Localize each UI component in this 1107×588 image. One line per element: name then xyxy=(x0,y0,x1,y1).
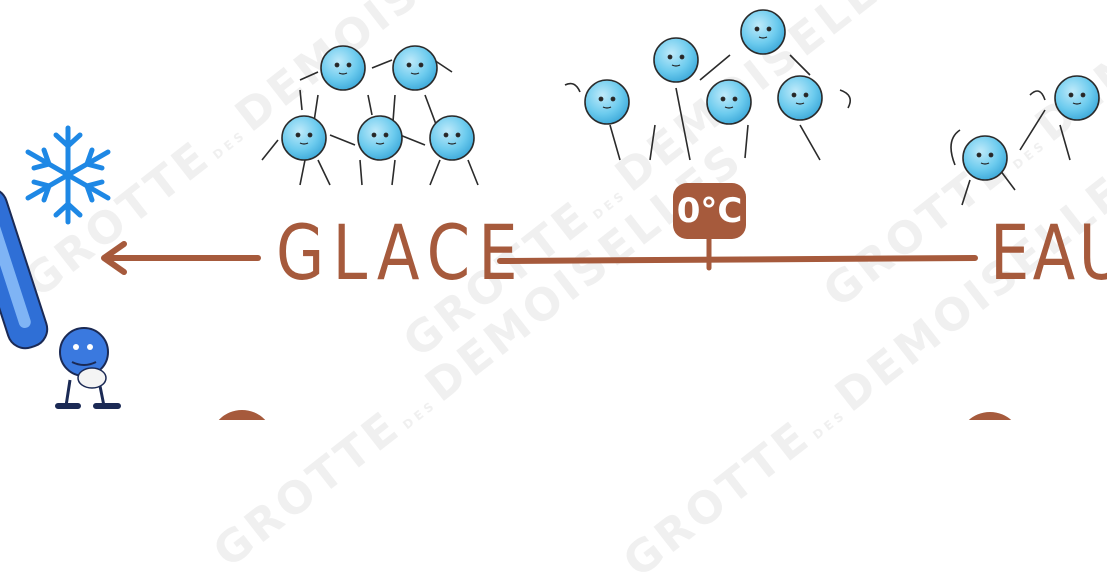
snowflake-icon xyxy=(25,125,111,225)
decorative-dot xyxy=(218,410,266,420)
ice-molecules xyxy=(261,45,479,186)
temperature-badge: 0°C xyxy=(673,183,746,239)
diagram-canvas xyxy=(0,9,1100,420)
water-molecules xyxy=(950,75,1100,206)
arrow-left-icon xyxy=(101,241,127,275)
decorative-dot xyxy=(968,412,1012,420)
timeline xyxy=(101,235,978,275)
ice-label: GLACE xyxy=(276,208,526,297)
melting-molecules xyxy=(564,9,851,161)
water-label: EAU xyxy=(990,208,1107,297)
thermometer-icon xyxy=(0,187,121,409)
